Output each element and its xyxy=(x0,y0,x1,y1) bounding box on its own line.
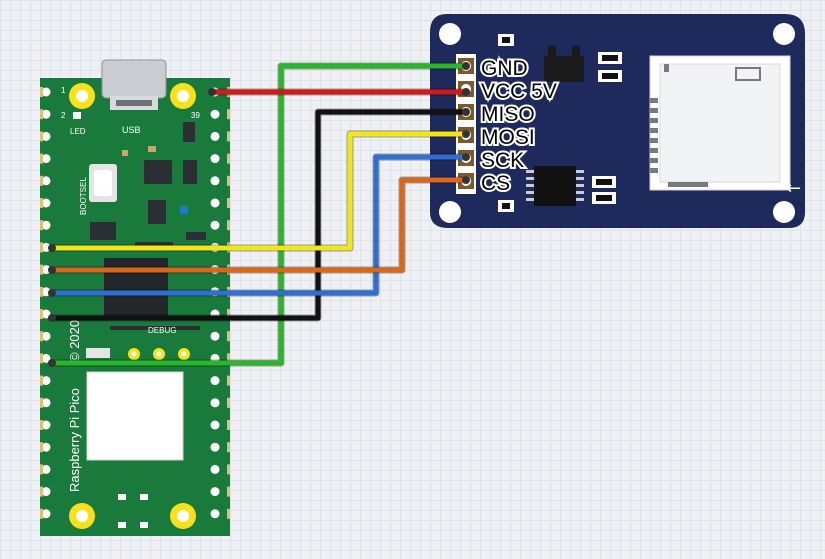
led-component xyxy=(73,112,81,119)
pico-left-pin xyxy=(40,330,54,343)
pico-left-pin xyxy=(40,419,54,431)
sck-wire-end xyxy=(48,289,56,297)
vcc-wire-end xyxy=(208,88,216,96)
miso-wire-end xyxy=(48,314,56,322)
pico-right-pin xyxy=(210,220,230,231)
cs-wire xyxy=(48,176,470,274)
pin-label-sck: SCK xyxy=(481,149,524,172)
gnd-wire-end xyxy=(48,359,56,367)
board-name-label: Raspberry Pi Pico xyxy=(67,388,82,492)
sck-wire-end xyxy=(462,153,470,161)
pico-right-pin xyxy=(210,442,230,453)
cs-wire-end xyxy=(48,266,56,274)
bootsel-button[interactable] xyxy=(89,164,117,202)
pin39-label: 39 xyxy=(191,111,200,120)
led-label: LED xyxy=(70,127,86,136)
pico-left-pin xyxy=(40,108,54,121)
pico-left-pin xyxy=(40,219,54,232)
bottom-pads xyxy=(118,494,148,528)
vcc-wire xyxy=(208,88,470,96)
pico-left-pin xyxy=(40,396,54,409)
sd-card-slot xyxy=(649,55,791,191)
sd-mounting-holes xyxy=(439,23,795,223)
pico-left-pin xyxy=(40,174,54,187)
gnd-wire-end xyxy=(462,62,470,70)
miso-wire xyxy=(48,108,470,322)
pico-right-pin xyxy=(210,397,230,408)
usb-label: USB xyxy=(122,125,141,135)
pico-right-pin xyxy=(210,464,230,475)
mosi-wire-end xyxy=(48,244,56,252)
pico-left-pin xyxy=(40,485,54,498)
vcc-wire-end xyxy=(462,88,470,96)
pico-left-pin xyxy=(40,152,54,165)
debug-header xyxy=(86,344,194,362)
pico-right-pin xyxy=(210,508,230,519)
pin1-label: 1 xyxy=(61,86,66,95)
sd-components xyxy=(498,34,622,212)
debug-label: DEBUG xyxy=(148,326,176,335)
pin-label-cs: CS xyxy=(481,172,510,195)
pico-left-pin xyxy=(40,86,54,98)
mosi-wire xyxy=(48,130,470,252)
copyright-label: © 2020 xyxy=(67,320,82,362)
pico-left-pin xyxy=(40,441,54,454)
pico-left-pins xyxy=(40,86,54,520)
sck-wire xyxy=(48,153,470,297)
pico-mounting-holes xyxy=(69,83,196,529)
pico-right-pin xyxy=(210,109,230,120)
mosi-wire-end xyxy=(462,130,470,138)
sd-pin-labels: GND VCC 5V MISO MOSI SCK CS xyxy=(479,55,559,197)
insert-arrow-icon: ← xyxy=(786,178,801,199)
sd-level-shifter-chip xyxy=(526,166,584,206)
pico-right-pin xyxy=(210,375,230,386)
pico-left-pin xyxy=(40,374,54,387)
pico-right-pin xyxy=(210,198,230,208)
pin-label-vcc: VCC 5V xyxy=(481,80,557,103)
pico-board: USB LED 1 2 39 BOOTSEL DEBUG xyxy=(40,59,230,536)
sd-card-module: ← xyxy=(430,14,805,228)
pin-label-gnd: GND xyxy=(481,57,528,80)
pin2-label: 2 xyxy=(61,111,66,120)
pico-right-pin xyxy=(210,486,230,497)
pico-right-pin xyxy=(210,131,230,142)
pico-right-pin xyxy=(210,175,230,186)
pico-left-pin xyxy=(40,507,54,520)
wires xyxy=(48,62,470,367)
pico-left-pin xyxy=(40,130,54,143)
gnd-wire xyxy=(48,62,470,367)
miso-wire-end xyxy=(462,108,470,116)
bootsel-label: BOOTSEL xyxy=(79,177,88,215)
pin-label-miso: MISO xyxy=(481,103,535,126)
pico-left-pin xyxy=(40,197,54,209)
pico-right-pin xyxy=(210,420,230,430)
usb-connector xyxy=(101,59,167,110)
pico-right-pin xyxy=(210,331,230,342)
cs-wire-end xyxy=(462,176,470,184)
pico-module xyxy=(86,371,184,461)
pico-left-pin xyxy=(40,463,54,476)
pico-right-pin xyxy=(210,153,230,164)
pin-label-mosi: MOSI xyxy=(481,126,535,149)
